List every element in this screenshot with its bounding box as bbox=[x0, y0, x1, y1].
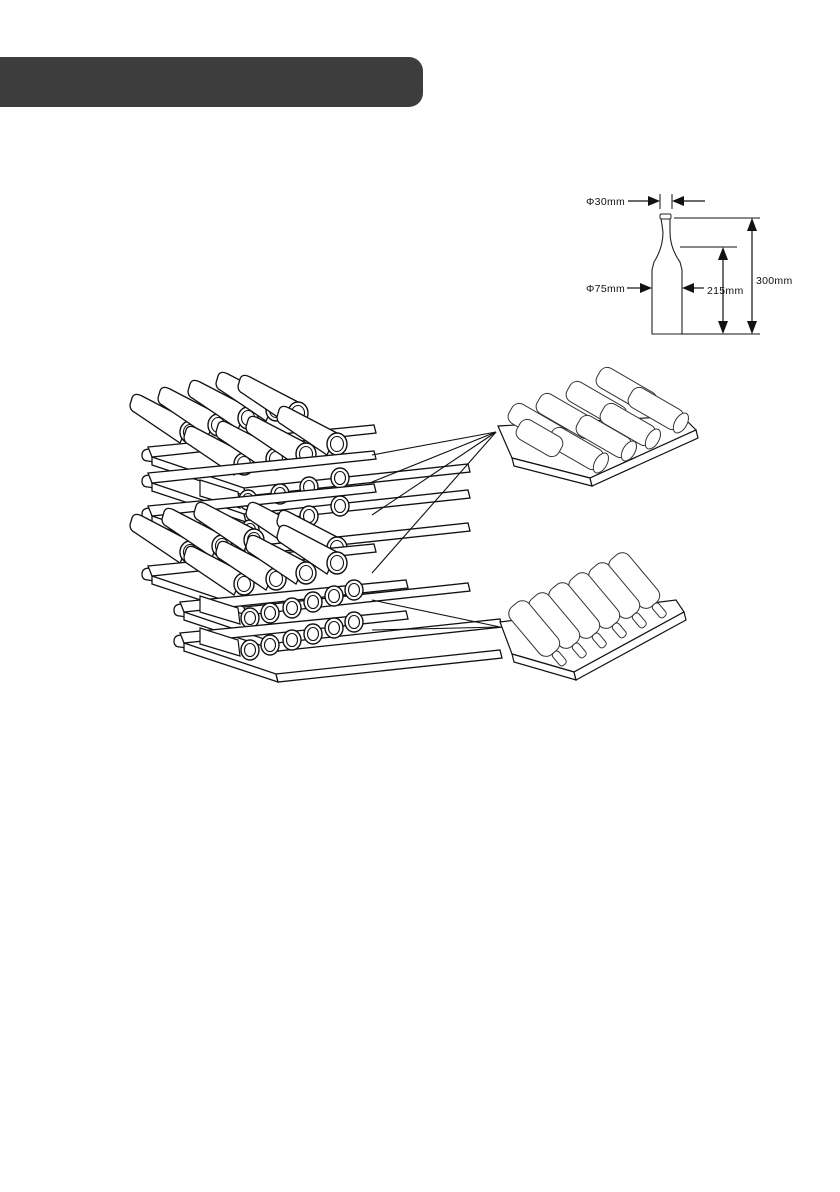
detail-shelf-lower bbox=[500, 549, 686, 680]
neck-diameter-label: Φ30mm bbox=[586, 196, 625, 208]
detail-shelf-upper bbox=[498, 364, 698, 486]
bottle-dimension-figure: Φ30mm Φ75mm 215mm 300mm bbox=[586, 194, 793, 334]
body-height-label: 215mm bbox=[707, 285, 744, 297]
stacked-shelves bbox=[130, 372, 502, 682]
body-diameter-label: Φ75mm bbox=[586, 283, 625, 295]
total-height-label: 300mm bbox=[756, 275, 793, 287]
